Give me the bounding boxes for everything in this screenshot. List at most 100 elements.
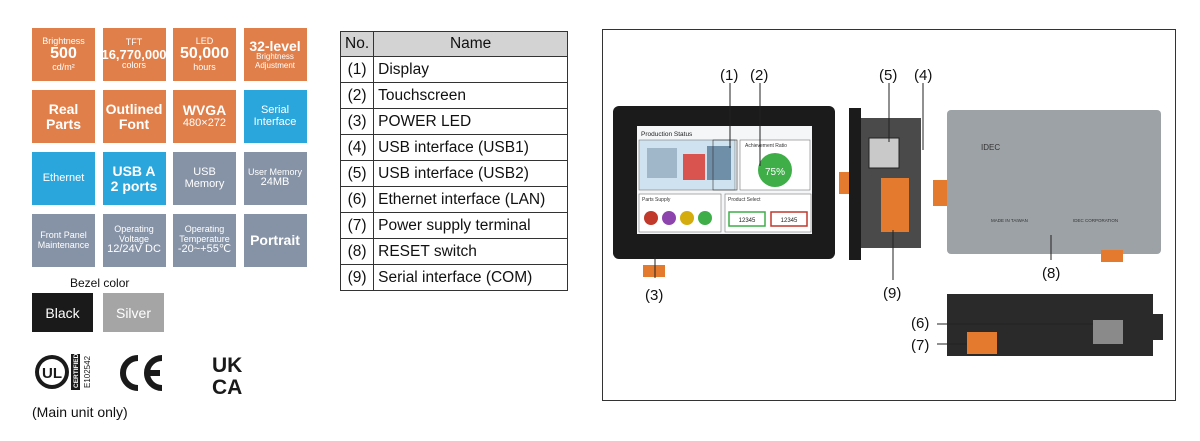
feature-tile-text: Temperature bbox=[179, 233, 230, 244]
row-name: RESET switch bbox=[373, 238, 569, 265]
main-unit-caption: (Main unit only) bbox=[32, 404, 128, 420]
feature-tile-text: Font bbox=[118, 115, 150, 132]
feature-tile-text: 32-level bbox=[249, 37, 301, 54]
feature-tile-text: colors bbox=[121, 60, 146, 71]
feature-tile-text: 12/24V DC bbox=[107, 243, 161, 256]
side-view bbox=[839, 83, 924, 280]
table-row: (3)POWER LED bbox=[339, 108, 569, 135]
screen-ratio-label: Achievement Ratio bbox=[745, 143, 787, 149]
bezel-color-label: Bezel color bbox=[70, 276, 130, 290]
ul-number: E102542 bbox=[83, 355, 92, 388]
feature-tile-text: Memory bbox=[184, 177, 225, 190]
feature-tile-portrait: Portrait bbox=[243, 214, 307, 267]
bezel-silver-swatch: Silver bbox=[103, 293, 164, 332]
callout-9: (9) bbox=[883, 285, 901, 302]
feature-tile-text: Brightness bbox=[42, 35, 85, 46]
feature-tile-text: Operating bbox=[184, 224, 225, 235]
feature-tile-text: hours bbox=[193, 61, 216, 72]
feature-tile-text: LED bbox=[195, 35, 214, 46]
feature-tile-text: USB bbox=[193, 165, 216, 178]
certification-logos: UL CERTIFIED E102542 UK CA bbox=[32, 352, 242, 396]
header-name: Name bbox=[373, 31, 569, 57]
screen-product-label: Product Select bbox=[728, 197, 761, 203]
bottom-view bbox=[937, 294, 1163, 356]
back-made-in: MADE IN TAIWAN bbox=[991, 218, 1028, 223]
callout-4: (4) bbox=[914, 67, 932, 84]
table-header-row: No. Name bbox=[339, 31, 569, 57]
feature-tile-text: Front Panel bbox=[40, 230, 87, 241]
screen-ratio-value: 75% bbox=[765, 167, 785, 178]
row-number: (4) bbox=[339, 134, 375, 161]
row-number: (3) bbox=[339, 108, 375, 135]
table-row: (4)USB interface (USB1) bbox=[339, 134, 569, 161]
feature-tile-text: cd/m² bbox=[52, 61, 75, 72]
back-view: IDEC MADE IN TAIWAN IDEC CORPORATION bbox=[933, 110, 1161, 262]
row-number: (5) bbox=[339, 160, 375, 187]
feature-tile-text: Real bbox=[48, 100, 79, 117]
feature-tile-text: -20~+55℃ bbox=[177, 243, 232, 256]
ukca-top: UK bbox=[212, 354, 242, 377]
screen-parts-label: Parts Supply bbox=[642, 197, 671, 203]
feature-tile-text: 480×272 bbox=[182, 117, 227, 130]
row-number: (7) bbox=[339, 212, 375, 239]
ce-mark-icon bbox=[120, 355, 163, 391]
feature-tile-text: 16,770,000 bbox=[101, 46, 167, 62]
row-number: (6) bbox=[339, 186, 375, 213]
feature-tile-text: USB A bbox=[112, 162, 156, 179]
row-name: Touchscreen bbox=[373, 82, 569, 109]
row-number: (2) bbox=[339, 82, 375, 109]
row-name: USB interface (USB1) bbox=[373, 134, 569, 161]
row-name: Ethernet interface (LAN) bbox=[373, 186, 569, 213]
feature-tile-text: User Memory bbox=[247, 167, 302, 177]
feature-tile-text: Interface bbox=[253, 115, 297, 128]
feature-tile-text: 2 ports bbox=[110, 177, 158, 194]
feature-tile-text: Adjustment bbox=[254, 60, 296, 70]
ul-certified-text: CERTIFIED bbox=[73, 353, 80, 388]
callout-7: (7) bbox=[911, 337, 929, 354]
table-row: (8)RESET switch bbox=[339, 238, 569, 265]
back-corp: IDEC CORPORATION bbox=[1073, 218, 1118, 223]
ukca-bottom: CA bbox=[212, 376, 242, 396]
callout-6: (6) bbox=[911, 315, 929, 332]
table-row: (2)Touchscreen bbox=[339, 82, 569, 109]
feature-tile-text: TFT bbox=[125, 37, 143, 48]
callout-2: (2) bbox=[750, 67, 768, 84]
bezel-black-swatch: Black bbox=[32, 293, 93, 332]
table-row: (5)USB interface (USB2) bbox=[339, 160, 569, 187]
feature-tile-text: Parts bbox=[45, 115, 82, 132]
row-name: Serial interface (COM) bbox=[373, 264, 569, 291]
feature-tile-text: Serial bbox=[260, 103, 290, 116]
table-row: (6)Ethernet interface (LAN) bbox=[339, 186, 569, 213]
feature-tile-text: Brightness bbox=[256, 52, 294, 62]
row-number: (9) bbox=[339, 264, 375, 291]
row-name: POWER LED bbox=[373, 108, 569, 135]
row-name: USB interface (USB2) bbox=[373, 160, 569, 187]
ukca-mark-icon: UK CA bbox=[212, 354, 242, 396]
product-photo-panel: Production Status Achievement Ratio 75% … bbox=[602, 29, 1176, 401]
table-row: (9)Serial interface (COM) bbox=[339, 264, 569, 291]
callout-5: (5) bbox=[879, 67, 897, 84]
feature-tile-text: Ethernet bbox=[42, 171, 85, 184]
certification-marks: UL CERTIFIED E102542 UK CA bbox=[32, 350, 252, 396]
feature-tile-text: Maintenance bbox=[37, 239, 90, 250]
screen-product-y-value: 12345 bbox=[781, 218, 798, 224]
callout-1: (1) bbox=[720, 67, 738, 84]
screen-ratio-pie bbox=[758, 153, 792, 187]
screen-title: Production Status bbox=[641, 131, 693, 138]
product-illustration: Production Status Achievement Ratio 75% … bbox=[613, 67, 1163, 356]
ul-certified-icon: UL CERTIFIED E102542 bbox=[32, 352, 92, 392]
row-name: Power supply terminal bbox=[373, 212, 569, 239]
